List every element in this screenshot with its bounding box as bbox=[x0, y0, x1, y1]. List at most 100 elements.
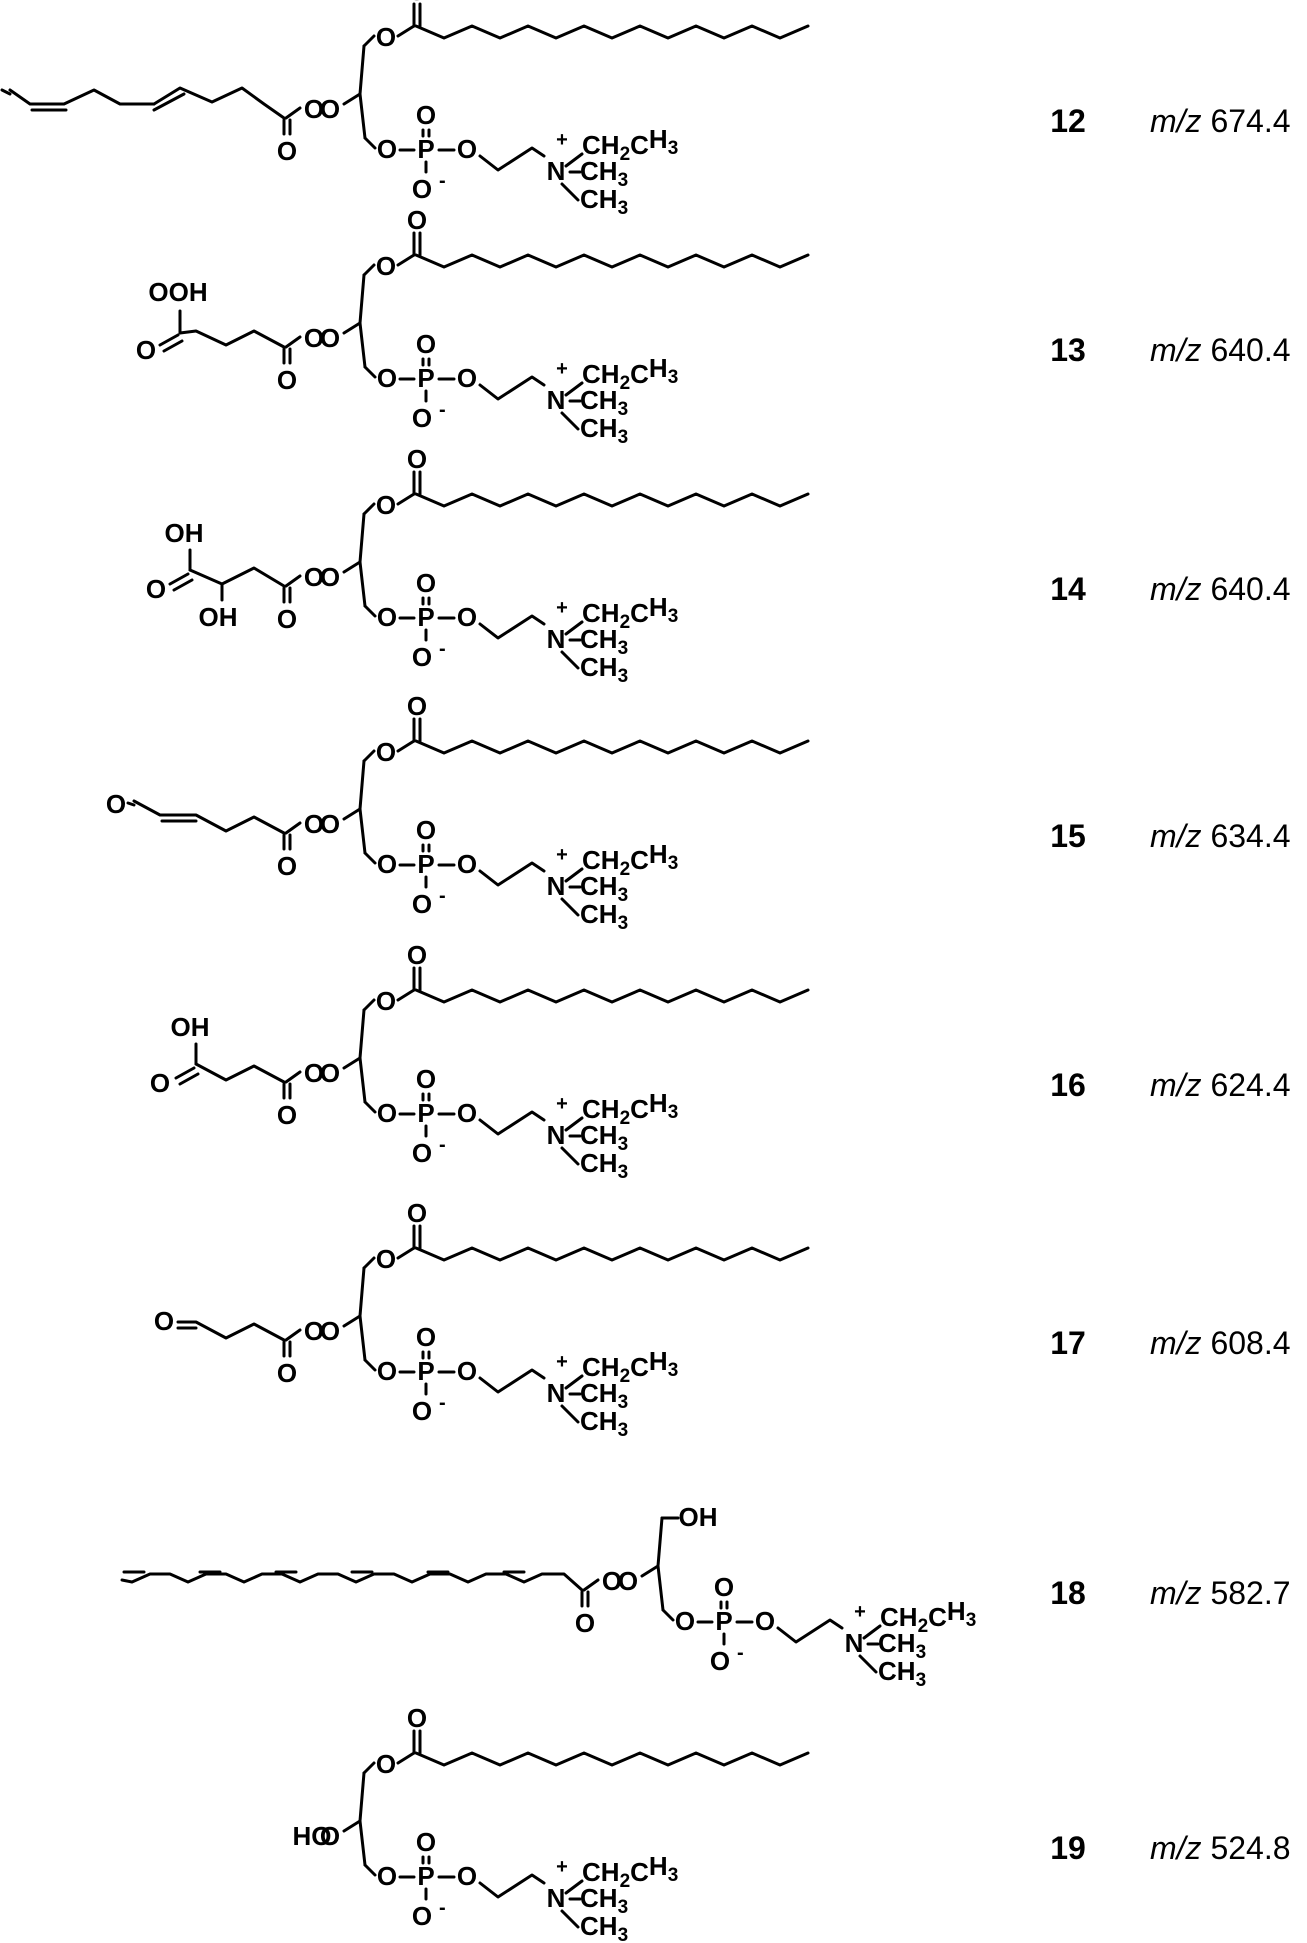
oxygen-atom: O bbox=[457, 602, 477, 632]
oxygen-atom: O bbox=[416, 1827, 436, 1857]
sn2-chain bbox=[178, 329, 286, 349]
bond-line bbox=[656, 1564, 665, 1612]
ethyl-group: CH2CH3 bbox=[582, 1851, 678, 1892]
bond-line bbox=[284, 1070, 302, 1084]
bond-line bbox=[342, 807, 362, 821]
oxygen-atom: O bbox=[304, 1316, 324, 1346]
methyl-group-1: CH3 bbox=[878, 1628, 926, 1663]
bond-line bbox=[358, 807, 367, 855]
double-bond bbox=[152, 92, 186, 112]
polyene-chain bbox=[120, 1572, 584, 1592]
oxygen-atom: O bbox=[376, 986, 396, 1016]
double-bond bbox=[158, 333, 180, 347]
bond-line bbox=[862, 1624, 882, 1640]
compound-number: 15 bbox=[1050, 818, 1086, 854]
bond-line bbox=[564, 152, 584, 168]
nitrogen-atom: N bbox=[547, 1378, 566, 1408]
bond-line bbox=[358, 1008, 366, 1060]
bond-line bbox=[284, 574, 302, 588]
bond-line bbox=[284, 335, 302, 349]
bond-line bbox=[560, 182, 580, 202]
bond-line bbox=[362, 1256, 376, 1270]
charge-minus: - bbox=[439, 1897, 446, 1919]
bond-line bbox=[358, 321, 367, 369]
bond-line bbox=[560, 650, 580, 670]
ethylene-linker bbox=[478, 1368, 546, 1394]
methyl-group-2: CH3 bbox=[580, 1148, 628, 1183]
bond-line bbox=[362, 998, 376, 1012]
phosphorus-atom: P bbox=[417, 1861, 434, 1891]
sn2-chain bbox=[176, 1320, 286, 1342]
bond-line bbox=[0, 88, 12, 96]
ethyl-group: CH2CH3 bbox=[582, 592, 678, 633]
oxygen-atom: O bbox=[457, 849, 477, 879]
charge-plus: + bbox=[556, 597, 568, 619]
oxygen-atom: O bbox=[407, 205, 427, 235]
oxygen-atom: O bbox=[376, 1244, 396, 1274]
hydroxyl-group: OH bbox=[165, 518, 204, 548]
oxygen-atom: O bbox=[304, 562, 324, 592]
mz-label: m/z 582.7 bbox=[1150, 1575, 1291, 1611]
oxygen-atom: O bbox=[412, 174, 432, 204]
oxygen-atom: O bbox=[377, 134, 397, 164]
bond-line bbox=[284, 106, 302, 120]
oxygen-atom: O bbox=[416, 1322, 436, 1352]
charge-plus: + bbox=[556, 844, 568, 866]
oxygen-atom: O bbox=[457, 1098, 477, 1128]
bond-line bbox=[362, 1761, 376, 1775]
double-bond bbox=[172, 578, 194, 592]
bond-line bbox=[564, 1116, 584, 1132]
oxygen-atom: O bbox=[277, 604, 297, 634]
hydroperoxy-group: OOH bbox=[148, 277, 207, 307]
methyl-group-2: CH3 bbox=[580, 1911, 628, 1943]
bond-line bbox=[362, 34, 376, 48]
bond-line bbox=[363, 136, 377, 150]
methyl-group-2: CH3 bbox=[580, 899, 628, 934]
mz-label: m/z 524.8 bbox=[1150, 1830, 1291, 1866]
phosphorus-atom: P bbox=[417, 363, 434, 393]
hydroxyl-group: OH bbox=[679, 1502, 718, 1532]
oxygen-atom: O bbox=[407, 1703, 427, 1733]
oxygen-atom: O bbox=[407, 444, 427, 474]
nitrogen-atom: N bbox=[547, 871, 566, 901]
oxygen-atom: O bbox=[320, 562, 340, 592]
bond-line bbox=[560, 411, 580, 431]
ethyl-group: CH2CH3 bbox=[582, 1088, 678, 1129]
bond-line bbox=[396, 1246, 416, 1260]
phosphorus-atom: P bbox=[417, 134, 434, 164]
sn2-chain bbox=[188, 566, 286, 588]
bond-line bbox=[126, 801, 136, 807]
oxygen-atom: O bbox=[377, 849, 397, 879]
oxygen-atom: O bbox=[412, 403, 432, 433]
bond-line bbox=[396, 1751, 416, 1765]
oxygen-atom: O bbox=[304, 94, 324, 124]
oxygen-atom: O bbox=[150, 1068, 170, 1098]
charge-minus: - bbox=[439, 885, 446, 907]
bond-line bbox=[363, 851, 377, 865]
charge-minus: - bbox=[439, 399, 446, 421]
ethylene-linker bbox=[478, 614, 546, 640]
nitrogen-atom: N bbox=[547, 156, 566, 186]
oxygen-atom: O bbox=[304, 1058, 324, 1088]
oxygen-atom: O bbox=[412, 1396, 432, 1426]
oxygen-atom: O bbox=[377, 1861, 397, 1891]
ethyl-group: CH2CH3 bbox=[880, 1596, 976, 1637]
oxygen-atom: O bbox=[277, 1358, 297, 1388]
oxygen-atom: O bbox=[710, 1646, 730, 1676]
oxygen-atom: O bbox=[277, 1100, 297, 1130]
oxygen-atom: O bbox=[416, 329, 436, 359]
hydroxyl-group: OH bbox=[171, 1012, 210, 1042]
mz-label: m/z 608.4 bbox=[1150, 1325, 1291, 1361]
charge-minus: - bbox=[439, 1134, 446, 1156]
bond-line bbox=[358, 1266, 366, 1318]
sn2-chain bbox=[194, 1062, 286, 1084]
oxygen-atom: O bbox=[457, 134, 477, 164]
phosphorus-atom: P bbox=[715, 1606, 732, 1636]
oxygen-atom: O bbox=[277, 136, 297, 166]
bond-line bbox=[358, 1056, 367, 1104]
